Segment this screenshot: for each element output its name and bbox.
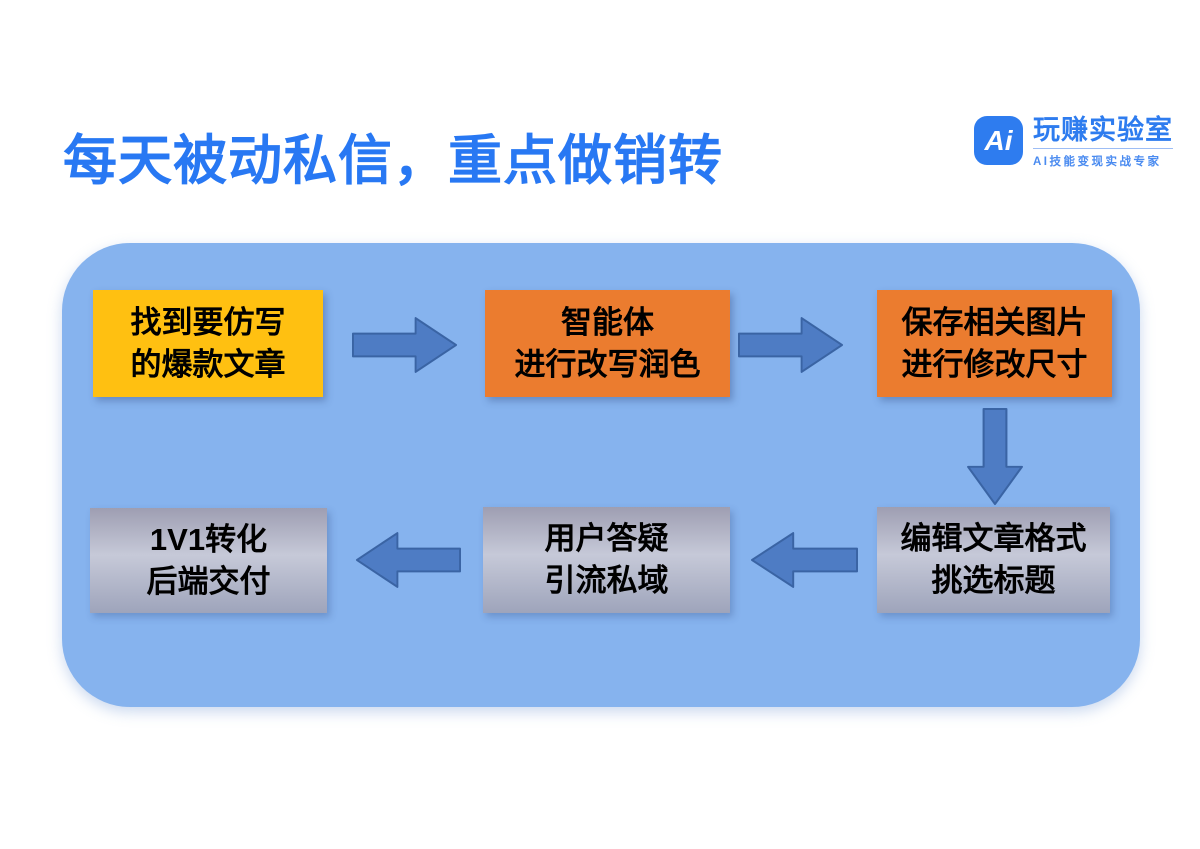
step-line: 智能体 bbox=[561, 304, 654, 340]
step-line: 保存相关图片 bbox=[901, 304, 1088, 340]
logo-tagline: AI技能变现实战专家 bbox=[1033, 156, 1162, 168]
step-line: 用户答疑 bbox=[544, 521, 669, 556]
step-line: 进行改写润色 bbox=[514, 346, 701, 382]
flow-step-find-article: 找到要仿写 的爆款文章 bbox=[93, 290, 323, 397]
step-line: 找到要仿写 bbox=[130, 304, 286, 340]
arrow-left-icon bbox=[750, 531, 858, 589]
arrow-right-icon bbox=[352, 316, 458, 374]
flow-step-user-qa: 用户答疑 引流私域 bbox=[483, 507, 730, 613]
flow-step-save-images: 保存相关图片 进行修改尺寸 bbox=[877, 290, 1112, 397]
arrow-left-icon bbox=[355, 531, 461, 589]
step-line: 1V1转化 bbox=[149, 521, 268, 557]
arrow-down-icon bbox=[966, 408, 1024, 506]
logo-name: 玩赚实验室 bbox=[1033, 116, 1173, 149]
step-line: 后端交付 bbox=[146, 563, 271, 599]
arrow-right-icon bbox=[738, 316, 844, 374]
step-line: 编辑文章格式 bbox=[900, 521, 1087, 556]
ai-logo-icon: Ai bbox=[974, 116, 1023, 165]
flow-step-agent-rewrite: 智能体 进行改写润色 bbox=[485, 290, 730, 397]
step-line: 进行修改尺寸 bbox=[901, 346, 1088, 382]
brand-logo: Ai 玩赚实验室 AI技能变现实战专家 bbox=[974, 116, 1173, 169]
page-title: 每天被动私信，重点做销转 bbox=[63, 131, 723, 191]
logo-text-block: 玩赚实验室 AI技能变现实战专家 bbox=[1033, 116, 1173, 169]
flow-step-1v1-convert: 1V1转化 后端交付 bbox=[90, 508, 327, 613]
flow-step-edit-format: 编辑文章格式 挑选标题 bbox=[877, 507, 1110, 613]
step-line: 挑选标题 bbox=[931, 563, 1056, 598]
step-line: 引流私域 bbox=[544, 563, 669, 598]
step-line: 的爆款文章 bbox=[130, 346, 286, 382]
